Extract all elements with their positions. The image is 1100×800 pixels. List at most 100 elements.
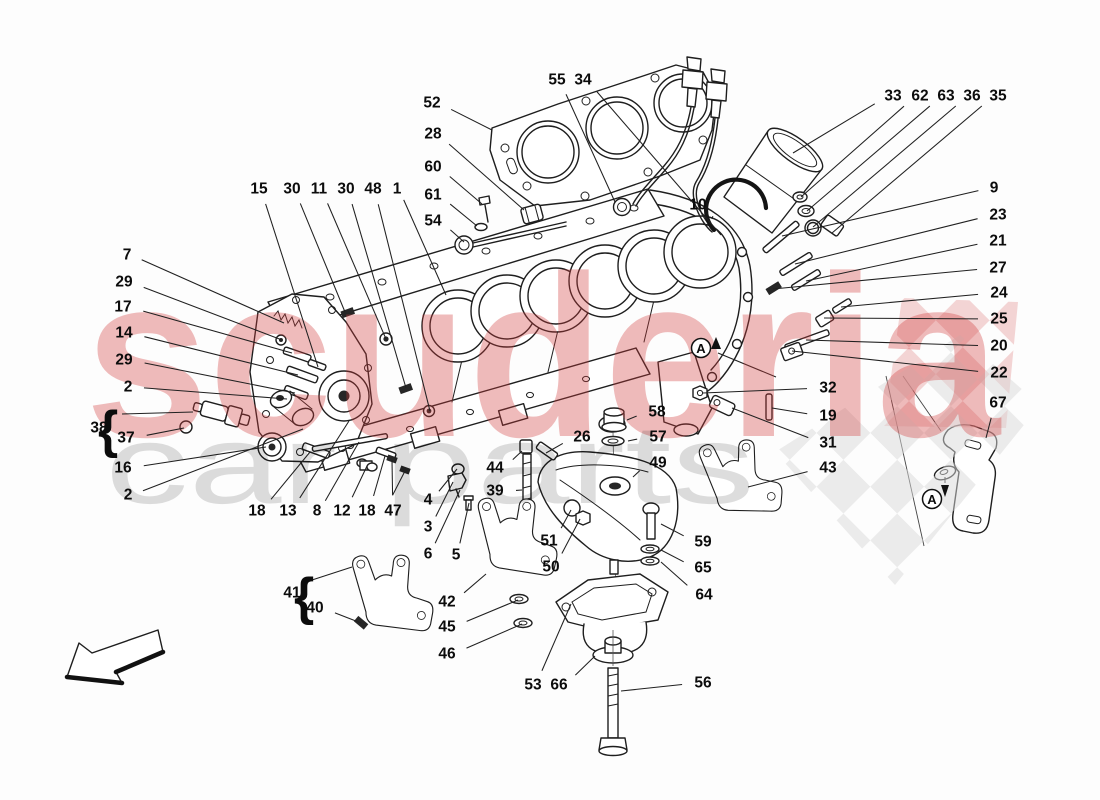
leader-line-3: [435, 481, 454, 517]
part-label-6: 6: [424, 546, 433, 563]
part-label-21: 21: [989, 233, 1007, 250]
view-marker-circle-0: [690, 337, 712, 359]
leader-line-10: [711, 215, 714, 220]
leader-line-35: [831, 105, 983, 234]
part-label-60: 60: [424, 159, 441, 176]
view-a-leader: [717, 352, 777, 378]
leader-line-26: [545, 442, 564, 454]
leader-line-12: [351, 465, 368, 498]
part-label-22: 22: [990, 365, 1007, 382]
part-label-59: 59: [694, 534, 712, 551]
leader-line-64: [660, 561, 688, 586]
part-label-10: 10: [689, 197, 706, 214]
part-label-67: 67: [989, 395, 1006, 412]
leader-line-56: [620, 684, 683, 692]
part-label-65: 65: [694, 560, 712, 577]
deck-hardware-art: [454, 195, 544, 255]
knock-sensor-cables-art: [472, 56, 728, 248]
part-label-4: 4: [424, 492, 433, 509]
part-label-55: 55: [548, 72, 566, 89]
leader-line-62: [800, 105, 905, 198]
part-label-24: 24: [990, 285, 1008, 302]
leader-line-13: [299, 420, 350, 499]
part-label-29: 29: [115, 274, 133, 291]
part-label-41: 41: [283, 585, 301, 602]
leader-line-28: [448, 143, 525, 211]
leader-line-18: [373, 455, 386, 497]
part-label-48: 48: [364, 181, 382, 198]
part-label-62: 62: [911, 88, 928, 105]
view-direction-arrow-icon-0: [711, 337, 721, 349]
part-label-31: 31: [819, 435, 837, 452]
part-label-26: 26: [573, 429, 591, 446]
part-label-20: 20: [990, 338, 1007, 355]
part-label-54: 54: [424, 213, 442, 230]
part-label-37: 37: [117, 430, 134, 447]
left-parts-art: [179, 307, 436, 475]
part-label-42: 42: [438, 594, 455, 611]
part-label-13: 13: [279, 503, 297, 520]
part-label-52: 52: [423, 95, 440, 112]
leader-line-60: [449, 176, 483, 205]
part-label-56: 56: [694, 675, 712, 692]
part-label-27: 27: [989, 260, 1006, 277]
part-label-19: 19: [819, 408, 837, 425]
part-label-16: 16: [114, 460, 132, 477]
leader-line-34: [596, 91, 722, 236]
leader-line-17: [143, 310, 293, 354]
leader-line-18: [270, 451, 311, 500]
part-label-30: 30: [283, 181, 300, 198]
leader-line-41: [311, 566, 353, 581]
leader-line-7: [141, 259, 285, 324]
part-label-1: 1: [393, 181, 402, 198]
part-label-3: 3: [424, 519, 433, 536]
leader-line-5: [459, 502, 470, 544]
part-label-25: 25: [990, 311, 1008, 328]
leader-line-42: [463, 573, 487, 594]
part-label-33: 33: [884, 88, 902, 105]
leader-line-8: [324, 441, 360, 502]
leader-line-63: [806, 105, 931, 212]
leader-line-61: [449, 203, 478, 227]
leader-line-14: [144, 336, 299, 376]
part-label-17: 17: [114, 299, 131, 316]
part-label-8: 8: [313, 503, 322, 520]
leader-line-47b: [392, 470, 406, 496]
leader-line-20: [805, 339, 979, 347]
part-label-34: 34: [574, 72, 592, 89]
oil-filter-art: [703, 127, 824, 234]
leader-line-2: [143, 387, 288, 400]
part-label-64: 64: [695, 587, 713, 604]
leader-line-57: [627, 438, 638, 442]
leader-line-59: [660, 523, 684, 537]
part-label-35: 35: [989, 88, 1007, 105]
leader-line-50: [561, 518, 581, 554]
part-label-15: 15: [250, 181, 268, 198]
leader-line-15: [265, 203, 319, 368]
part-label-46: 46: [438, 646, 456, 663]
part-label-58: 58: [648, 404, 666, 421]
part-label-18: 18: [248, 503, 266, 520]
part-label-43: 43: [819, 460, 837, 477]
view-marker-circle-1: [921, 488, 943, 510]
part-label-5: 5: [452, 547, 461, 564]
leader-line-11: [327, 203, 387, 340]
part-label-2: 2: [124, 379, 133, 396]
part-label-63: 63: [937, 88, 955, 105]
leader-line-30: [351, 203, 407, 389]
part-label-30: 30: [337, 181, 354, 198]
watermark-text-primary: scuderia: [85, 228, 1002, 485]
leader-line-51: [560, 509, 572, 529]
leader-line-30: [299, 203, 346, 313]
part-label-28: 28: [424, 126, 442, 143]
leader-line-16: [143, 446, 267, 467]
leader-line-29: [143, 286, 283, 341]
mount-assembly-art: [447, 407, 679, 757]
leader-line-55: [565, 94, 616, 203]
part-label-51: 51: [540, 533, 558, 550]
leader-line-6: [434, 489, 461, 544]
part-label-38: 38: [90, 420, 108, 437]
leader-line-49: [632, 470, 641, 478]
